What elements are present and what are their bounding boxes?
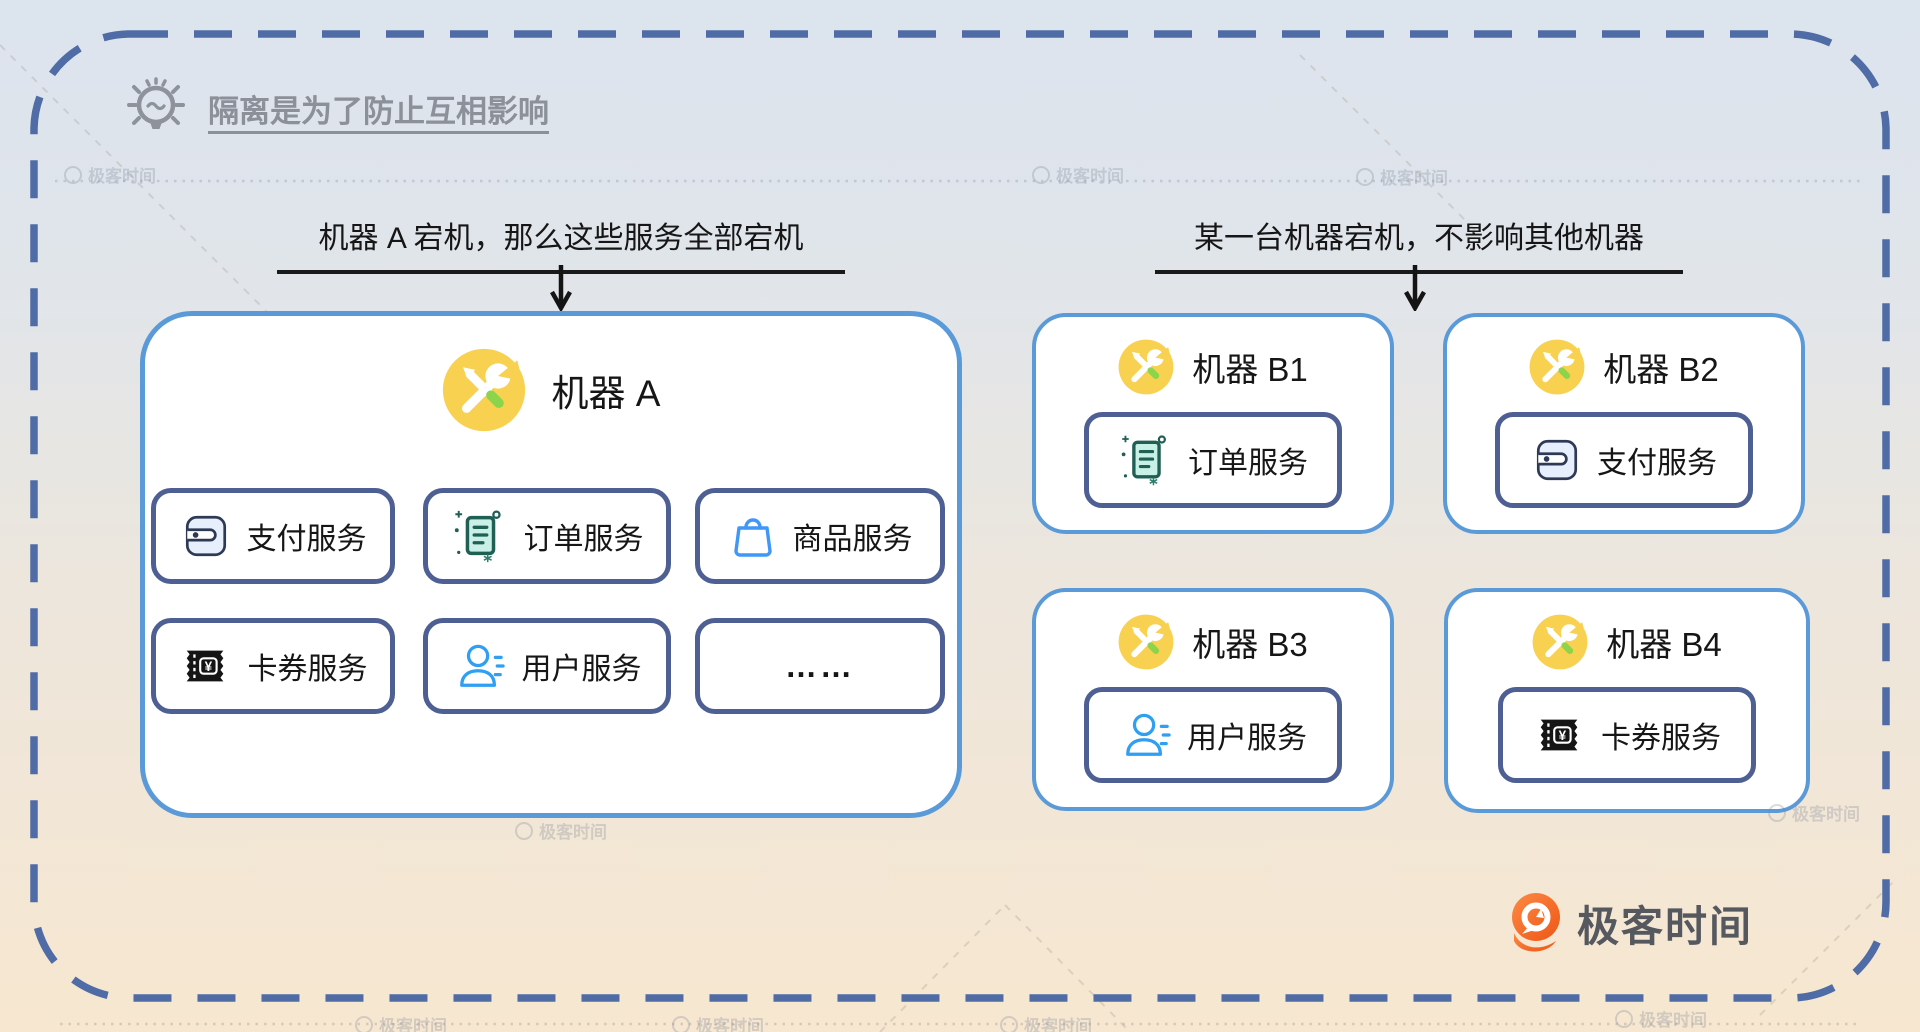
service-label: 支付服务	[246, 523, 367, 556]
order-clipboard-icon	[454, 510, 501, 563]
service-box-coupon: ¥ 卡券服务	[1498, 687, 1756, 783]
watermark-logo-icon	[1356, 167, 1374, 186]
service-label: 用户服务	[521, 653, 642, 686]
watermark-logo-icon	[64, 165, 82, 184]
watermark: 极客时间	[64, 162, 156, 187]
service-label: 订单服务	[523, 523, 644, 556]
dashed-border	[30, 30, 1890, 1002]
machine-b3-box: 机器 B3 用户服务	[1032, 588, 1394, 811]
watermark: 极客时间	[1000, 1012, 1092, 1032]
svg-text:¥: ¥	[204, 659, 212, 674]
wrench-tool-icon	[1118, 614, 1174, 670]
service-box-payment: 支付服务	[1495, 412, 1753, 508]
user-icon	[459, 644, 505, 687]
svg-text:¥: ¥	[1559, 728, 1567, 743]
wrench-tool-icon	[1118, 339, 1174, 395]
caption-one-machine-down: 某一台机器宕机，不影响其他机器	[1155, 213, 1683, 274]
machine-b1-box: 机器 B1 订单服务	[1032, 313, 1394, 534]
service-label: 用户服务	[1187, 722, 1307, 755]
machine-a-box: 机器 A 支付服务 订单服务	[140, 311, 962, 818]
wallet-icon	[1536, 439, 1578, 481]
caption-machine-a-down: 机器 A 宕机，那么这些服务全部宕机	[277, 213, 845, 274]
user-icon	[1126, 713, 1171, 756]
service-label: 卡券服务	[247, 653, 368, 686]
down-arrow-icon	[1404, 265, 1426, 311]
watermark: 极客时间	[1032, 162, 1124, 187]
service-box-order: 订单服务	[1084, 412, 1342, 508]
geektime-logo-text: 极客时间	[1577, 902, 1754, 950]
machine-b1-header: 机器 B1	[1118, 339, 1308, 395]
service-box-user: 用户服务	[423, 618, 671, 714]
page-title-text: 隔离是为了防止互相影响	[208, 93, 549, 129]
service-box-user: 用户服务	[1084, 687, 1342, 783]
service-box-order: 订单服务	[423, 488, 671, 584]
geektime-logo-icon	[1512, 893, 1560, 952]
machine-b1-name: 机器 B1	[1192, 351, 1308, 388]
machine-b2-box: 机器 B2 支付服务	[1443, 313, 1805, 534]
watermark: 极客时间	[515, 818, 607, 843]
watermark-logo-icon	[355, 1015, 373, 1032]
service-box-payment: 支付服务	[151, 488, 395, 584]
wallet-icon	[185, 515, 226, 557]
wrench-tool-icon	[1529, 339, 1585, 395]
service-label: 订单服务	[1188, 447, 1308, 480]
watermark: 极客时间	[1356, 164, 1448, 189]
wrench-tool-icon	[1532, 614, 1588, 670]
order-clipboard-icon	[1121, 435, 1166, 486]
watermark-logo-icon	[1768, 803, 1786, 822]
machine-b4-name: 机器 B4	[1606, 626, 1722, 663]
shopping-bag-icon	[733, 518, 772, 557]
geektime-logo: 极客时间	[1508, 891, 1753, 955]
machine-b2-header: 机器 B2	[1529, 339, 1719, 395]
service-box-product: 商品服务	[695, 488, 945, 584]
watermark-logo-icon	[515, 821, 533, 840]
machine-a-name: 机器 A	[551, 373, 661, 414]
watermark: 极客时间	[355, 1012, 447, 1032]
machine-b2-name: 机器 B2	[1603, 351, 1719, 388]
service-label: 卡券服务	[1601, 722, 1721, 755]
lightbulb-icon	[127, 77, 185, 129]
coupon-icon: ¥	[1540, 719, 1578, 751]
machine-b3-name: 机器 B3	[1192, 626, 1308, 663]
service-label: 支付服务	[1597, 447, 1717, 480]
watermark-logo-icon	[1615, 1009, 1633, 1028]
watermark-logo-icon	[1000, 1015, 1018, 1032]
page-title: 隔离是为了防止互相影响	[120, 72, 549, 144]
watermark: 极客时间	[1615, 1006, 1707, 1031]
machine-b3-header: 机器 B3	[1118, 614, 1308, 670]
machine-a-header: 机器 A	[145, 348, 957, 432]
machine-b4-header: 机器 B4	[1532, 614, 1722, 670]
watermark: 极客时间	[1768, 800, 1860, 825]
service-label: 商品服务	[792, 523, 913, 556]
down-arrow-icon	[550, 265, 572, 311]
wrench-tool-icon	[442, 348, 525, 432]
machine-b4-box: 机器 B4 ¥ 卡券服务	[1444, 588, 1810, 813]
service-box-coupon: ¥ 卡券服务	[151, 618, 395, 714]
watermark-logo-icon	[1032, 165, 1050, 184]
watermark: 极客时间	[672, 1012, 764, 1032]
service-box-more: ……	[695, 618, 945, 714]
service-label: ……	[785, 647, 855, 684]
coupon-icon: ¥	[186, 650, 223, 682]
watermark-logo-icon	[672, 1015, 690, 1032]
